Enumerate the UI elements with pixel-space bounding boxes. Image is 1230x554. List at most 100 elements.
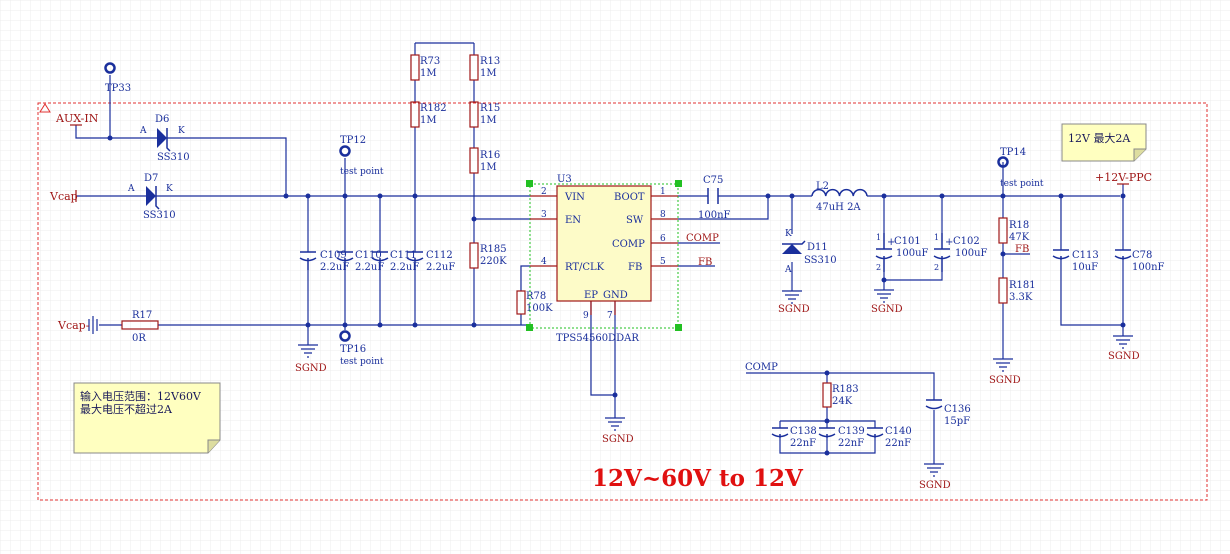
c75-ref: C75 <box>703 175 723 186</box>
r16-value: 1M <box>480 162 497 173</box>
u3-pin-comp: COMP <box>612 239 645 250</box>
schematic-title: 12V~60V to 12V <box>592 465 804 492</box>
capacitor-c113[interactable]: C113 10uF <box>1052 249 1099 273</box>
note-input-range-line1: 输入电压范围：12V60V <box>80 389 202 403</box>
u3-pin-sw: SW <box>626 215 644 226</box>
inductor-l2[interactable]: L2 47uH 2A <box>811 181 868 213</box>
port-aux-in-label: AUX-IN <box>55 112 99 125</box>
r182-value: 1M <box>420 115 437 126</box>
resistor-r18[interactable]: R18 47K <box>998 217 1030 244</box>
capacitor-c111[interactable]: C111 2.2uF <box>371 250 419 273</box>
u3-pin-vin: VIN <box>564 192 585 203</box>
l2-value: 47uH 2A <box>816 202 861 213</box>
capacitor-c109[interactable]: C109 2.2uF <box>299 250 349 273</box>
c138-ref: C138 <box>790 426 817 437</box>
note-output[interactable]: 12V 最大2A <box>1061 123 1147 162</box>
test-point-tp33[interactable]: TP33 <box>104 62 131 95</box>
r181-ref: R181 <box>1009 280 1036 291</box>
resistor-r16[interactable]: R16 1M <box>469 147 500 174</box>
capacitor-c75[interactable]: C75 100nF <box>698 175 731 221</box>
u3-pin-rtclk: RT/CLK <box>565 262 605 273</box>
c101-polarity: + <box>887 237 895 248</box>
ic-u3[interactable]: U3 TPS54560DDAR VIN EN RT/CLK BOOT SW CO… <box>526 174 682 344</box>
port-vcap-label: Vcap <box>49 190 78 203</box>
d11-anode-label: A <box>784 265 792 275</box>
test-point-tp14[interactable]: TP14 test point <box>997 147 1044 189</box>
capacitor-c101[interactable]: + C101 100uF 1 2 <box>875 233 929 272</box>
capacitor-c138[interactable]: C138 22nF <box>771 426 817 449</box>
capacitor-c110[interactable]: C110 2.2uF <box>336 250 384 273</box>
diode-d7[interactable]: D7 A K SS310 <box>127 173 176 221</box>
c102-pin1: 1 <box>934 233 939 242</box>
u3-pin-ep: EP <box>584 290 598 301</box>
ground-symbols <box>298 289 1133 477</box>
capacitor-c112[interactable]: C112 2.2uF <box>406 250 455 273</box>
sgnd-label-4: SGND <box>871 304 903 315</box>
port-12v-ppc[interactable]: +12V-PPC <box>1095 171 1152 185</box>
d7-ref: D7 <box>144 173 158 184</box>
resistor-r183[interactable]: R183 24K <box>822 382 859 408</box>
diode-d6[interactable]: D6 A K SS310 <box>139 114 190 163</box>
tp12-sub-label: test point <box>340 167 384 177</box>
r13-value: 1M <box>480 68 497 79</box>
resistor-r182[interactable]: R182 1M <box>410 101 447 128</box>
note-input-range[interactable]: 输入电压范围：12V60V 最大电压不超过2A <box>73 382 221 454</box>
u3-pinnum-2: 2 <box>541 187 547 197</box>
c102-polarity: + <box>945 237 953 248</box>
sgnd-label-7: SGND <box>919 480 951 491</box>
c102-ref: C102 <box>953 236 980 247</box>
tp16-sub-label: test point <box>340 357 384 367</box>
net-label-comp: COMP <box>686 233 719 244</box>
wires <box>75 42 1124 464</box>
resistor-r17[interactable]: R17 0R <box>121 310 159 344</box>
test-point-tp12[interactable]: TP12 test point <box>339 135 384 177</box>
resistor-r13[interactable]: R13 1M <box>469 54 500 81</box>
u3-pinnum-3: 3 <box>541 210 547 220</box>
c111-ref: C111 <box>390 250 417 261</box>
c110-ref: C110 <box>355 250 382 261</box>
port-vcap-minus[interactable]: Vcap- <box>57 316 98 334</box>
c101-pin1: 1 <box>876 233 881 242</box>
resistor-r185[interactable]: R185 220K <box>469 242 507 269</box>
resistor-r78[interactable]: R78 100K <box>516 290 553 315</box>
u3-pin-gnd: GND <box>603 290 628 301</box>
c78-ref: C78 <box>1132 250 1152 261</box>
c138-value: 22nF <box>790 438 816 449</box>
resistor-r73[interactable]: R73 1M <box>410 54 440 81</box>
d6-cathode-label: K <box>178 126 185 136</box>
capacitor-c102[interactable]: + C102 100uF 1 2 <box>933 233 988 272</box>
capacitor-c78[interactable]: C78 100nF <box>1114 249 1165 273</box>
port-12v-ppc-label: +12V-PPC <box>1095 171 1152 184</box>
resistor-r15[interactable]: R15 1M <box>469 101 500 128</box>
port-aux-in[interactable]: AUX-IN <box>55 112 99 126</box>
tp12-label: TP12 <box>340 135 366 146</box>
r183-value: 24K <box>832 396 853 407</box>
capacitor-c139[interactable]: C139 22nF <box>818 426 865 449</box>
d11-value: SS310 <box>804 255 837 266</box>
sheet-border <box>37 102 1208 501</box>
d7-cathode-label: K <box>166 184 173 194</box>
r78-ref: R78 <box>526 291 546 302</box>
c109-ref: C109 <box>320 250 347 261</box>
port-vcap[interactable]: Vcap <box>49 190 78 203</box>
r18-ref: R18 <box>1009 220 1029 231</box>
r185-ref: R185 <box>480 244 507 255</box>
d6-value: SS310 <box>157 152 190 163</box>
sgnd-label-1: SGND <box>295 363 327 374</box>
c140-value: 22nF <box>885 438 911 449</box>
diode-d11[interactable]: D11 SS310 K A <box>782 229 837 275</box>
c113-value: 10uF <box>1072 262 1098 273</box>
r181-value: 3.3K <box>1009 292 1033 303</box>
c139-value: 22nF <box>838 438 864 449</box>
test-point-tp16[interactable]: TP16 test point <box>339 330 384 368</box>
c75-value: 100nF <box>698 210 731 221</box>
u3-pinnum-6: 6 <box>660 234 666 244</box>
r73-ref: R73 <box>420 56 440 67</box>
capacitor-c140[interactable]: C140 22nF <box>866 426 912 449</box>
c136-value: 15pF <box>944 416 970 427</box>
u3-part: TPS54560DDAR <box>556 333 639 344</box>
resistor-r181[interactable]: R181 3.3K <box>998 277 1036 304</box>
c102-pin2: 2 <box>934 263 939 272</box>
capacitor-c136[interactable]: C136 15pF <box>925 399 971 427</box>
r13-ref: R13 <box>480 56 500 67</box>
